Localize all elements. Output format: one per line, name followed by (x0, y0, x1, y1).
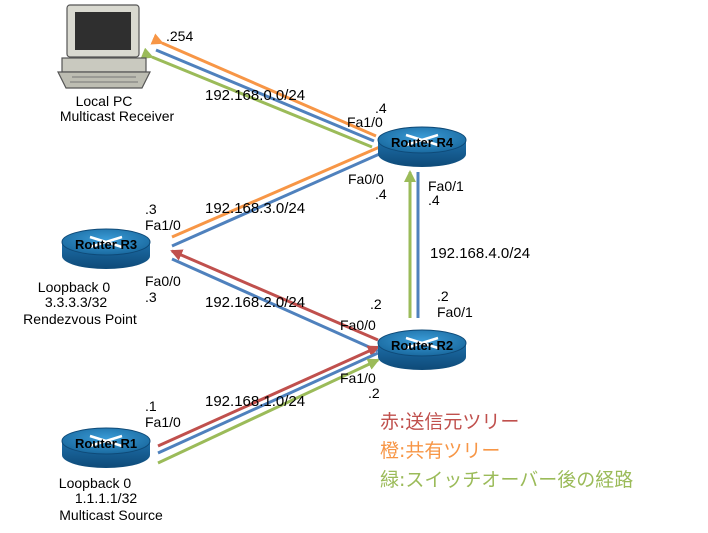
r4-fa01-interface: Fa0/1 (428, 178, 464, 194)
network-192-168-2-0: 192.168.2.0/24 (205, 294, 305, 311)
r3-fa10-address: .3 (145, 201, 157, 217)
r2-fa10-address: .2 (368, 385, 380, 401)
r3-fa00-interface: Fa0/0 (145, 273, 181, 289)
r2-fa00-address: .2 (370, 296, 382, 312)
r3-fa00-address: .3 (145, 289, 157, 305)
network-192-168-3-0: 192.168.3.0/24 (205, 200, 305, 217)
router-r3-name: Router R3 (75, 237, 137, 252)
r4-fa10-address: .4 (375, 100, 387, 116)
r1-role: Multicast Source (59, 507, 163, 523)
link-r1-r2 (157, 351, 379, 455)
r4-fa01-address: .4 (428, 192, 440, 208)
link-r3-r4-shared-tree (171, 144, 383, 239)
r2-fa00-interface: Fa0/0 (340, 317, 376, 333)
router-r1-name: Router R1 (75, 436, 137, 451)
r3-role: Rendezvous Point (23, 311, 137, 327)
legend-item-source-tree: 赤:送信元ツリー (380, 411, 519, 433)
link-r1-r2-source-tree (157, 345, 380, 448)
r2-fa01-interface: Fa0/1 (437, 304, 473, 320)
router-r4-name: Router R4 (391, 135, 454, 150)
legend: 赤:送信元ツリー 橙:共有ツリー 緑:スイッチオーバー後の経路 (380, 411, 633, 491)
link-r1-r2-switchover (157, 358, 380, 465)
network-192-168-1-0: 192.168.1.0/24 (205, 393, 305, 410)
pc-label-line1: Local PC (76, 93, 133, 109)
r1-fa10-address: .1 (145, 398, 157, 414)
r2-fa10-interface: Fa1/0 (340, 370, 376, 386)
r4-fa10-interface: Fa1/0 (347, 114, 383, 130)
router-r2-name: Router R2 (391, 338, 453, 353)
link-pc-r4-switchover (140, 47, 373, 149)
legend-item-shared-tree: 橙:共有ツリー (380, 440, 500, 462)
network-192-168-0-0: 192.168.0.0/24 (205, 87, 305, 104)
r2-fa01-address: .2 (437, 288, 449, 304)
link-pc-r4 (155, 48, 375, 143)
r3-loopback-label: Loopback 0 (38, 279, 111, 295)
r3-fa10-interface: Fa1/0 (145, 217, 181, 233)
pc-address: .254 (166, 28, 193, 44)
pc-icon (57, 4, 151, 89)
r1-loopback-address: 1.1.1.1/32 (75, 490, 137, 506)
pc-label-line2: Multicast Receiver (60, 108, 175, 124)
link-r2-r3 (171, 257, 379, 353)
network-192-168-4-0: 192.168.4.0/24 (430, 245, 530, 262)
link-r3-r4 (171, 150, 385, 248)
r1-loopback-label: Loopback 0 (59, 475, 132, 491)
legend-item-switchover-path: 緑:スイッチオーバー後の経路 (380, 469, 633, 491)
r1-fa10-interface: Fa1/0 (145, 414, 181, 430)
link-r2-r3-source-tree (170, 249, 379, 342)
link-pc-r4-shared-tree (150, 33, 377, 138)
r3-loopback-address: 3.3.3.3/32 (45, 294, 107, 310)
r4-fa00-interface: Fa0/0 (348, 171, 384, 187)
r4-fa00-address: .4 (375, 186, 387, 202)
